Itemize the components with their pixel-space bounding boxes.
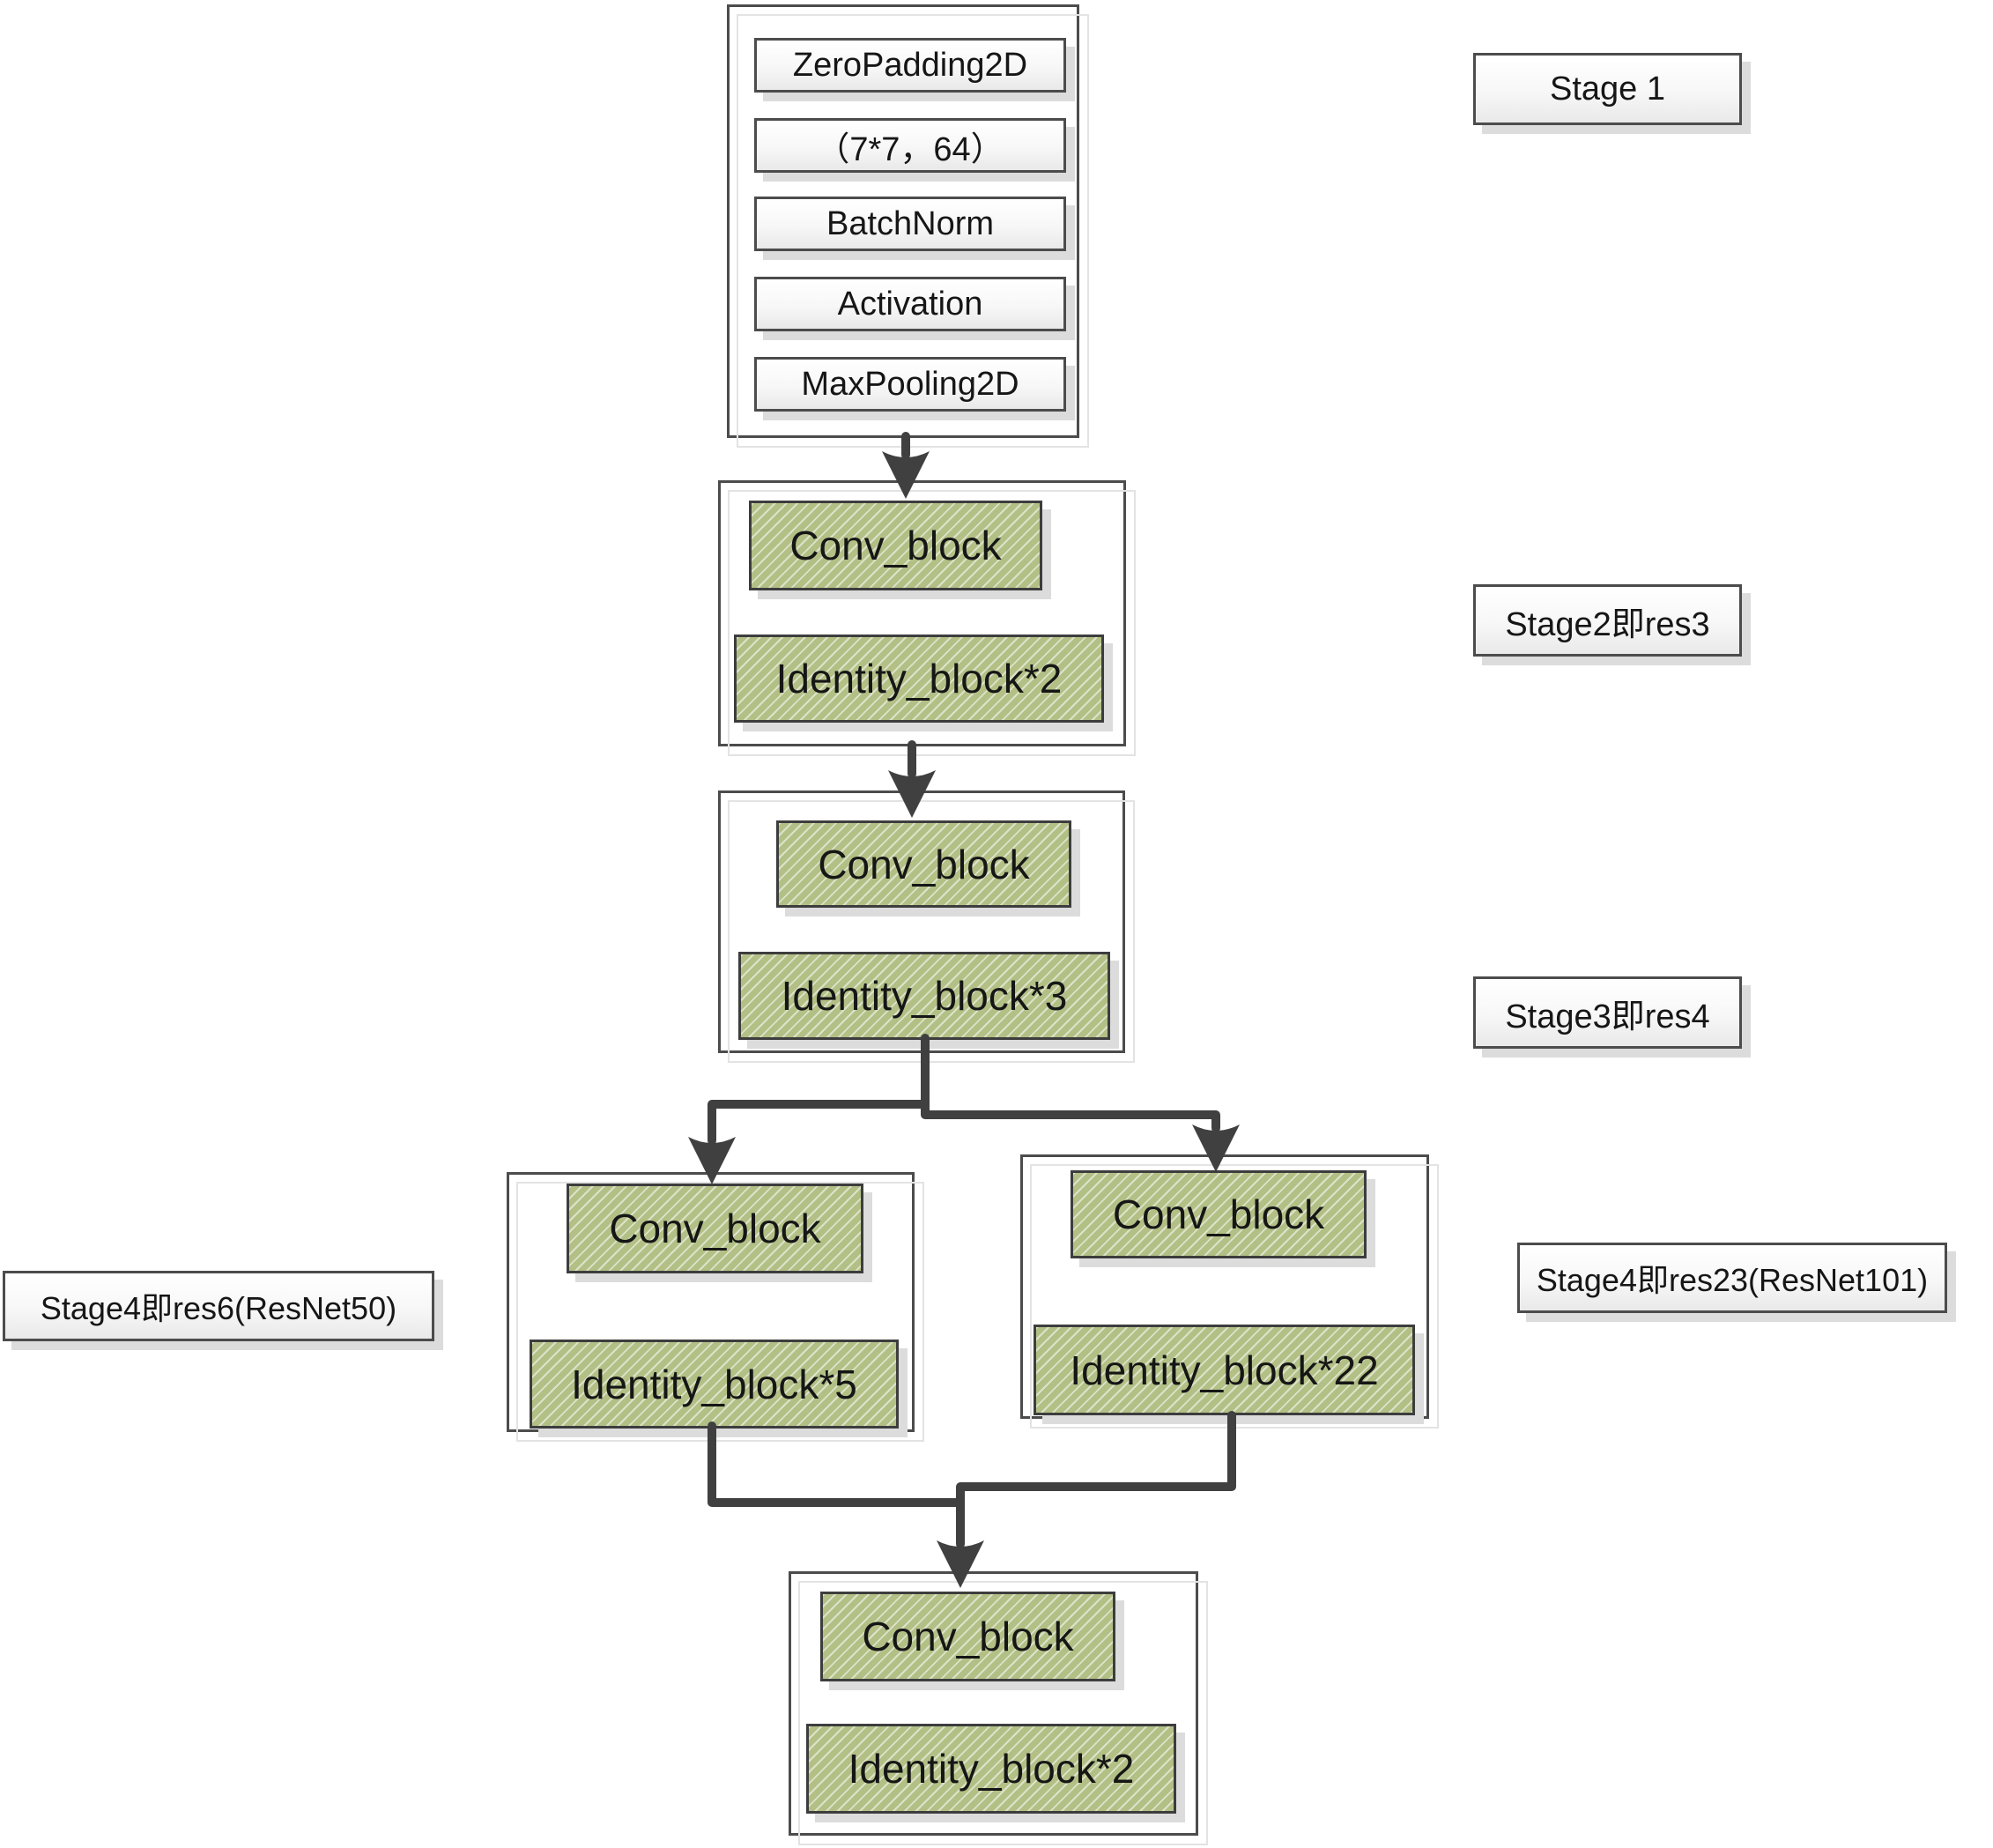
layer-zeropadding2d: ZeroPadding2D xyxy=(754,38,1066,93)
stage4-resnet50-identity-block: Identity_block*5 xyxy=(530,1340,899,1429)
stage3-identity-block: Identity_block*3 xyxy=(738,952,1110,1040)
stage5-identity-block: Identity_block*2 xyxy=(806,1724,1176,1814)
stage3-conv-block: Conv_block xyxy=(776,820,1071,908)
arrow-merge-to-stage5 xyxy=(956,1411,1236,1548)
stage1-group: ZeroPadding2D （7*7，64） BatchNorm Activat… xyxy=(727,4,1089,448)
layer-conv-7x7-64: （7*7，64） xyxy=(754,118,1066,173)
label-stage4-resnet101: Stage4即res23(ResNet101) xyxy=(1517,1243,1947,1313)
stage4-resnet101-group: Conv_block Identity_block*22 xyxy=(1020,1154,1439,1429)
stage2-identity-block: Identity_block*2 xyxy=(734,635,1104,723)
stage5-conv-block: Conv_block xyxy=(820,1592,1115,1681)
stage2-conv-block: Conv_block xyxy=(749,501,1042,590)
arrow-stage3-to-resnet101 xyxy=(921,1100,1220,1132)
stage2-group: Conv_block Identity_block*2 xyxy=(718,480,1136,756)
arrow-stage3-to-resnet50 xyxy=(708,1034,930,1145)
stage5-group: Conv_block Identity_block*2 xyxy=(789,1571,1208,1845)
stage4-resnet50-group: Conv_block Identity_block*5 xyxy=(507,1172,924,1442)
stage4-resnet101-conv-block: Conv_block xyxy=(1071,1170,1367,1258)
layer-batchnorm: BatchNorm xyxy=(754,197,1066,251)
label-stage2: Stage2即res3 xyxy=(1473,584,1742,657)
stage3-group: Conv_block Identity_block*3 xyxy=(718,790,1135,1063)
layer-maxpooling2d: MaxPooling2D xyxy=(754,357,1066,412)
label-stage1: Stage 1 xyxy=(1473,53,1742,125)
stage4-resnet50-conv-block: Conv_block xyxy=(567,1184,863,1273)
line-resnet50-to-merge xyxy=(708,1421,965,1507)
stage4-resnet101-identity-block: Identity_block*22 xyxy=(1034,1325,1415,1415)
label-stage3: Stage3即res4 xyxy=(1473,976,1742,1049)
layer-activation: Activation xyxy=(754,277,1066,331)
label-stage4-resnet50: Stage4即res6(ResNet50) xyxy=(3,1271,434,1341)
